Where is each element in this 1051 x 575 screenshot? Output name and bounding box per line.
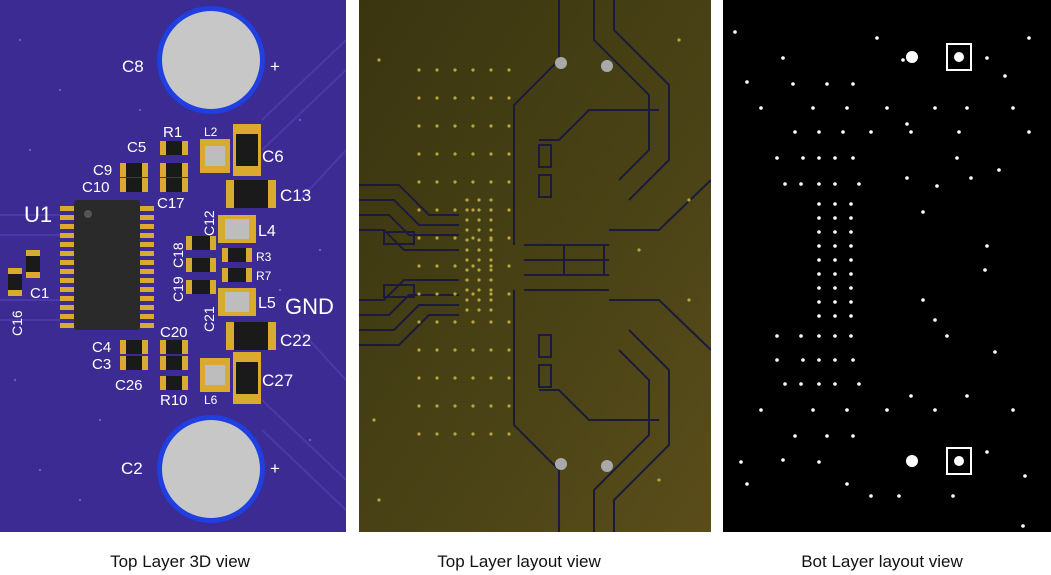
- label-c5: C5: [127, 139, 146, 156]
- caption-top-layer-layout: Top Layer layout view: [437, 552, 601, 571]
- label-c19: C19: [170, 276, 186, 302]
- label-r7: R7: [256, 269, 272, 283]
- caption-bot-layer-layout: Bot Layer layout view: [801, 552, 963, 571]
- label-c2: C2: [121, 459, 143, 478]
- capacitor-c8-body: [162, 11, 260, 109]
- top-layer-layout-view: [359, 0, 711, 532]
- label-c13: C13: [280, 186, 311, 205]
- layout-traces: [359, 0, 711, 532]
- label-c10: C10: [82, 179, 110, 196]
- label-c6: C6: [262, 147, 284, 166]
- label-c12: C12: [201, 210, 217, 236]
- label-c1: C1: [30, 285, 49, 302]
- mount-hole-top-left: [906, 51, 918, 63]
- label-c16: C16: [9, 310, 25, 336]
- label-c3: C3: [92, 356, 111, 373]
- layout-pads: [383, 144, 605, 388]
- ic-u1-pin1-marker: [84, 210, 92, 218]
- bottom-mount-holes: [906, 43, 972, 475]
- label-r1: R1: [163, 124, 182, 141]
- label-gnd: GND: [285, 294, 334, 319]
- ic-u1-body: [74, 200, 140, 330]
- label-c21: C21: [201, 306, 217, 332]
- mount-hole-bottom-right-frame: [946, 447, 972, 475]
- board-3d-vias: [13, 38, 322, 502]
- label-c27: C27: [262, 371, 293, 390]
- top-layer-3d-view: C8 + R1 L2 C5 C6 C9 C10 C17 C13 U1 C12 L…: [0, 0, 346, 532]
- label-c9: C9: [93, 162, 112, 179]
- mount-hole-top-right-frame: [946, 43, 972, 71]
- label-r3: R3: [256, 250, 272, 264]
- board-layout-canvas: [359, 0, 711, 532]
- label-c8-plus: +: [270, 57, 280, 76]
- board-3d-canvas: C8 + R1 L2 C5 C6 C9 C10 C17 C13 U1 C12 L…: [0, 0, 346, 532]
- layout-vias: [372, 38, 691, 502]
- bottom-vias: [733, 30, 1031, 528]
- layout-copper-pour: [359, 0, 711, 532]
- label-u1: U1: [24, 202, 52, 227]
- board-3d-traces: [0, 39, 346, 511]
- label-c8: C8: [122, 57, 144, 76]
- mount-hole-bottom-left: [906, 455, 918, 467]
- bottom-substrate: [723, 0, 1051, 532]
- layout-mount-holes: [555, 57, 613, 472]
- label-l6: L6: [204, 393, 218, 407]
- ic-u1: [60, 200, 154, 330]
- board-bottom-canvas: [723, 0, 1051, 532]
- label-c4: C4: [92, 339, 111, 356]
- label-c22: C22: [280, 331, 311, 350]
- capacitor-c2-body: [162, 420, 260, 518]
- label-c18: C18: [170, 242, 186, 268]
- label-c20: C20: [160, 324, 188, 341]
- label-l4: L4: [258, 223, 276, 240]
- label-c26: C26: [115, 377, 143, 394]
- label-l5: L5: [258, 295, 276, 312]
- label-c17: C17: [157, 195, 185, 212]
- label-l2: L2: [204, 125, 218, 139]
- mount-hole-bottom-right: [954, 456, 964, 466]
- smd-components: [8, 124, 276, 404]
- silkscreen-labels: C8 + R1 L2 C5 C6 C9 C10 C17 C13 U1 C12 L…: [9, 57, 334, 478]
- label-r10: R10: [160, 392, 188, 409]
- bot-layer-layout-view: [723, 0, 1051, 532]
- label-c2-plus: +: [270, 459, 280, 478]
- mount-hole-top-right: [954, 52, 964, 62]
- caption-top-layer-3d: Top Layer 3D view: [110, 552, 250, 571]
